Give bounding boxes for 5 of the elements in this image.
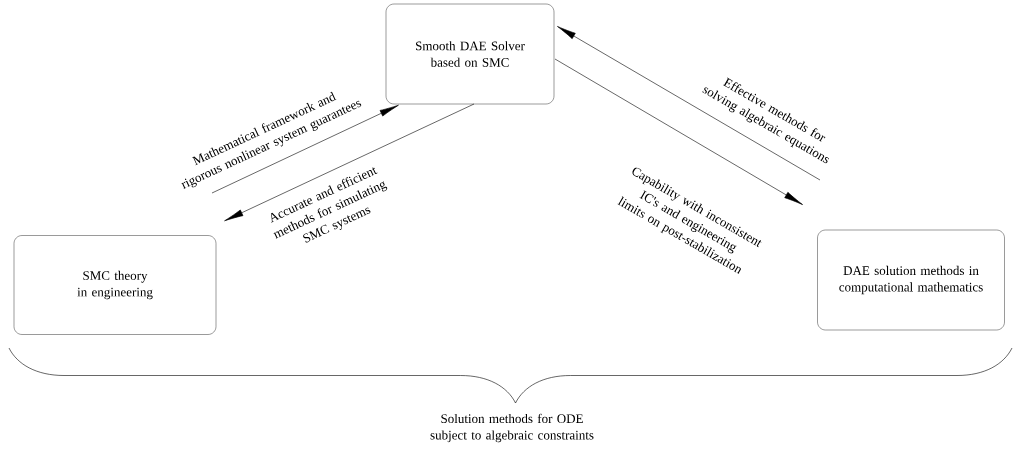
arrow <box>211 104 399 194</box>
brace-label: Solution methods for ODE subject to algebraic constraints <box>430 413 594 443</box>
process-box: Smooth DAE Solver based on SMC <box>385 3 555 105</box>
process-box: SMC theory in engineering <box>13 235 217 335</box>
process-box: DAE solution methods in computational mathematics <box>817 229 1005 331</box>
